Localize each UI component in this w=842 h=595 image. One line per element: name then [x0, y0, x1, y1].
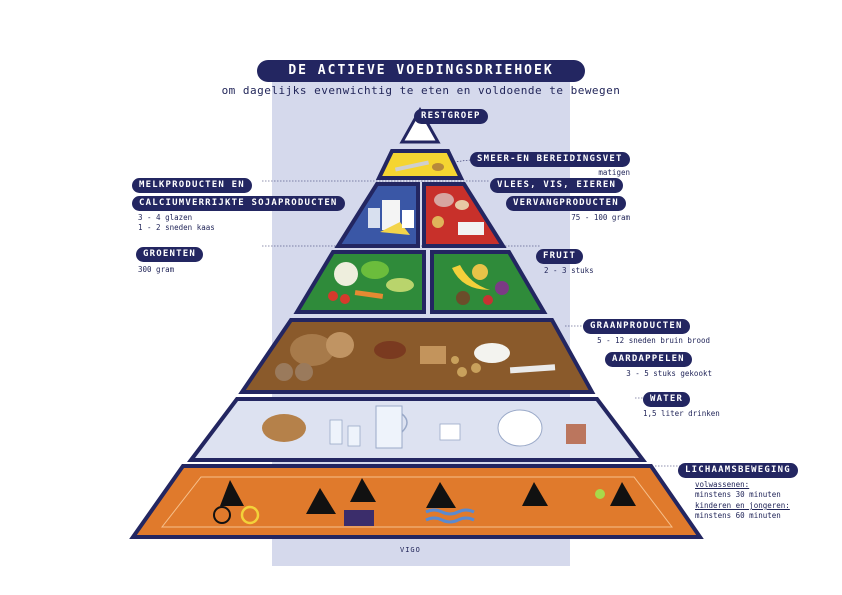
tier-inner-border — [160, 476, 674, 528]
page-subtitle: om dagelijks evenwichtig te eten en vold… — [221, 84, 621, 97]
note-groenten: 300 gram — [138, 265, 175, 274]
page-title: DE ACTIEVE VOEDINGSDRIEHOEK — [257, 60, 585, 82]
note-beweging-kids-min: minstens 60 minuten — [695, 511, 781, 520]
meat-fish-icon — [432, 193, 484, 235]
label-water: WATER — [643, 392, 691, 407]
butter-knife-icon — [394, 160, 444, 172]
label-fruit: FRUIT — [536, 249, 584, 264]
tier-lichaamsbeweging — [129, 464, 704, 539]
dairy-icon — [368, 200, 414, 235]
label-melkproducten-2: CALCIUMVERRIJKTE SOJAPRODUCTEN — [132, 196, 345, 211]
note-melk-1: 3 - 4 glazen — [138, 213, 193, 222]
label-graanproducten: GRAANPRODUCTEN — [583, 319, 690, 334]
vegetables-icon — [328, 261, 414, 304]
fruit-icon — [452, 264, 509, 305]
note-beweging-adult-min: minstens 30 minuten — [695, 490, 781, 499]
label-lichaamsbeweging: LICHAAMSBEWEGING — [678, 463, 798, 478]
label-groenten: GROENTEN — [136, 247, 203, 262]
label-aardappelen: AARDAPPELEN — [605, 352, 692, 367]
label-vlees-2: VERVANGPRODUCTEN — [506, 196, 626, 211]
note-vlees: 75 - 100 gram — [571, 213, 630, 222]
bread-potato-icon — [275, 332, 556, 381]
water-icon — [262, 405, 586, 449]
vigo-logo-text: VIGO — [400, 546, 421, 554]
note-fruit: 2 - 3 stuks — [544, 266, 594, 275]
label-vlees-1: VLEES, VIS, EIEREN — [490, 178, 624, 193]
note-water: 1,5 liter drinken — [643, 409, 720, 418]
note-beweging-adult: volwassenen: — [695, 480, 750, 489]
note-smeervet: matigen — [598, 168, 630, 177]
note-melk-2: 1 - 2 sneden kaas — [138, 223, 215, 232]
note-aardappelen: 3 - 5 stuks gekookt — [626, 369, 712, 378]
tier-restgroep — [399, 106, 441, 144]
activity-figures-icon — [213, 478, 636, 526]
note-beweging-kids: kinderen en jongeren: — [695, 501, 790, 510]
label-restgroep: RESTGROEP — [414, 109, 488, 124]
label-smeervet: SMEER-EN BEREIDINGSVET — [470, 152, 630, 167]
tier-vlees — [422, 182, 507, 248]
label-melkproducten-1: MELKPRODUCTEN EN — [132, 178, 252, 193]
note-graan: 5 - 12 sneden bruin brood — [597, 336, 710, 345]
